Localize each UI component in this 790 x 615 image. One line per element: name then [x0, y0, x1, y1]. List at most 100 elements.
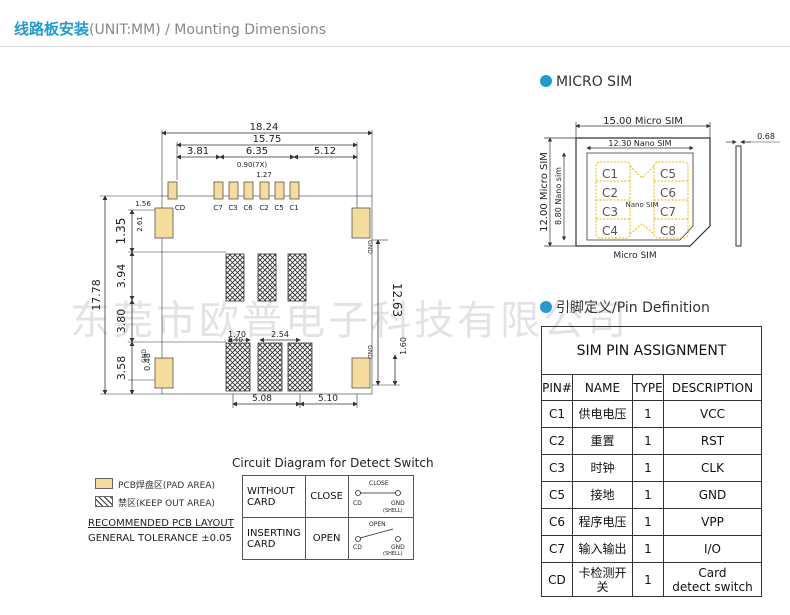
keepout-block — [257, 342, 283, 392]
switch-mode: OPEN — [304, 517, 349, 560]
dim-overall-height: 17.78 — [90, 279, 103, 311]
sim-thickness: 0.68 — [757, 132, 775, 141]
pad-c3 — [228, 181, 239, 200]
pin-cell: CD — [541, 562, 573, 597]
dim-pad-span: 6.35 — [246, 146, 268, 157]
svg-text:GND: GND — [391, 500, 405, 507]
svg-text:CD: CD — [353, 500, 362, 507]
pin-header-name: NAME — [571, 374, 634, 401]
dim-left-offset: 3.81 — [187, 146, 209, 157]
dim-bottom-gap: 3.58 — [115, 356, 128, 381]
pin-cell: RST — [662, 427, 763, 455]
nano-sim-width: 12.30 Nano SIM — [608, 139, 671, 148]
sim-contact-c3: C3 — [602, 205, 618, 219]
micro-sim-title: MICRO SIM — [540, 74, 632, 90]
pad-c7 — [213, 181, 224, 200]
dim-gnd-height: 1.60 — [399, 337, 408, 355]
pad-cd — [167, 181, 178, 200]
pin-label-c6: C6 — [243, 204, 253, 212]
pin-cell: 重置 — [571, 427, 634, 455]
dim-bottom-left: 5.08 — [252, 394, 272, 404]
pin-cell: VCC — [662, 400, 763, 428]
pin-label-c7: C7 — [213, 204, 222, 212]
dim-center-height: 12.63 — [390, 283, 404, 317]
switch-row-open: INSERTING CARD OPEN OPEN CD GND (SHELL) — [242, 517, 414, 560]
dim-bottom-right: 5.10 — [318, 394, 338, 404]
pad-c2 — [259, 181, 270, 200]
pin-cell: C2 — [541, 427, 573, 455]
pin-cell: C7 — [541, 535, 573, 563]
pin-cell: VPP — [662, 508, 763, 536]
svg-text:CLOSE: CLOSE — [369, 480, 389, 487]
switch-closed-icon: CLOSE CD GND (SHELL) — [353, 480, 405, 514]
pin-header-description: DESCRIPTION — [662, 374, 763, 401]
dim-top-gap: 1.35 — [114, 218, 128, 245]
switch-row-closed: WITHOUT CARD CLOSE CLOSE CD GND (SHELL) — [242, 475, 414, 518]
general-tolerance-label: GENERAL TOLERANCE ±0.05 — [88, 533, 232, 544]
header-title-cn: 线路板安装 — [14, 20, 90, 38]
pad-gnd-top-right — [351, 207, 371, 239]
micro-sim-width: 15.00 Micro SIM — [603, 116, 683, 127]
pin-cell: 1 — [632, 535, 664, 563]
pin-cell: 卡检测开关 — [571, 562, 634, 597]
switch-mode: CLOSE — [304, 475, 349, 518]
micro-sim-bottom-label: Micro SIM — [613, 251, 656, 261]
svg-text:(SHELL): (SHELL) — [383, 551, 403, 556]
header-title-en: (UNIT:MM) / Mounting Dimensions — [89, 22, 326, 38]
pin-cell: 1 — [632, 508, 664, 536]
pin-cell: C1 — [541, 400, 573, 428]
switch-state: WITHOUT CARD — [242, 475, 306, 518]
dim-inner-width: 15.75 — [253, 134, 282, 145]
recommended-layout-label: RECOMMENDED PCB LAYOUT — [88, 518, 234, 529]
pad-c1 — [289, 181, 300, 200]
sim-contact-c4: C4 — [602, 224, 618, 238]
pin-label-c2: C2 — [259, 204, 268, 212]
dim-small-top: 1.56 — [135, 200, 151, 208]
dim-right-offset: 5.12 — [314, 146, 336, 157]
pin-table-title: SIM PIN ASSIGNMENT — [541, 326, 762, 375]
pad-gnd-top-left — [154, 207, 174, 239]
pin-cell: C3 — [541, 454, 573, 482]
pin-cell: 1 — [632, 427, 664, 455]
pin-cell: 输入输出 — [571, 535, 634, 563]
gnd-label-bottom-left: GND — [141, 349, 148, 363]
sim-contact-c6: C6 — [660, 186, 676, 200]
switch-symbol-open: OPEN CD GND (SHELL) — [347, 517, 414, 560]
dim-pitch: 1.27 — [256, 171, 272, 179]
sim-contact-c5: C5 — [660, 167, 676, 181]
pad-swatch-icon — [95, 478, 113, 489]
sim-contact-c7: C7 — [660, 205, 676, 219]
dim-pitch-tx: 0.90(7X) — [237, 161, 268, 169]
pin-cell: 1 — [632, 400, 664, 428]
pin-cell: Card detect switch — [662, 562, 763, 597]
keepout-block — [225, 342, 251, 392]
sim-contact-c8: C8 — [660, 224, 676, 238]
sim-contact-c1: C1 — [602, 167, 618, 181]
svg-text:CD: CD — [353, 544, 362, 551]
pin-cell: 1 — [632, 481, 664, 509]
pad-c6 — [243, 181, 254, 200]
pin-cell: GND — [662, 481, 763, 509]
pad-gnd-bottom-left — [154, 357, 174, 389]
header-divider — [0, 46, 790, 47]
keepout-block — [287, 342, 313, 392]
section-bullet-icon — [540, 301, 552, 313]
nano-sim-height: 8.80 Nano sim — [554, 167, 563, 225]
micro-sim-height: 12.00 Micro SIM — [539, 152, 550, 232]
dim-ko-width: 1.70 — [228, 330, 246, 339]
dim-overall-width: 18.24 — [250, 122, 279, 133]
pin-label-c5: C5 — [274, 204, 283, 212]
pin-cell: 时钟 — [571, 454, 634, 482]
switch-symbol-closed: CLOSE CD GND (SHELL) — [347, 475, 414, 518]
switch-diagram-table: WITHOUT CARD CLOSE CLOSE CD GND (SHELL) … — [242, 475, 414, 560]
dim-ko-pitch: 2.54 — [271, 330, 289, 339]
pin-cell: 供电电压 — [571, 400, 634, 428]
dim-mid-b: 3.80 — [115, 309, 128, 334]
hatch-swatch-icon — [95, 496, 113, 507]
